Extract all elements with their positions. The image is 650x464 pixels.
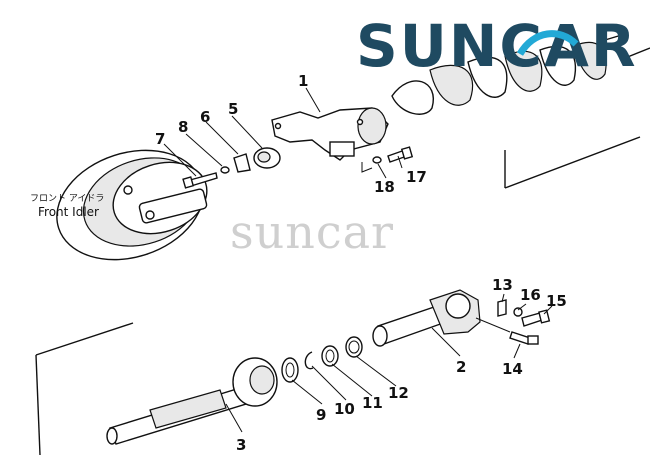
logo-text: SUNCAR	[356, 12, 638, 80]
part-5-nut	[253, 147, 281, 169]
leader-lines	[163, 87, 553, 433]
part-16-washer	[513, 307, 523, 317]
logo-swoosh-icon	[516, 30, 579, 56]
label-part-5: 5	[228, 100, 238, 118]
label-part-18: 18	[374, 178, 395, 196]
part-2-cylinder	[372, 289, 481, 347]
leader-line	[475, 317, 511, 333]
label-part-15: 15	[546, 292, 567, 310]
part-9-bearing	[281, 357, 299, 383]
part-3-shaft	[106, 357, 278, 445]
frame-line	[35, 354, 41, 456]
leader-line	[361, 162, 373, 173]
label-part-10: 10	[334, 400, 355, 418]
recoil-spring	[391, 33, 626, 115]
suncar-logo: SUNCAR	[356, 12, 638, 80]
label-part-14: 14	[502, 360, 523, 378]
watermark-text: suncar	[230, 205, 394, 259]
caption-english: Front Idler	[38, 205, 99, 219]
part-12-seal	[345, 336, 363, 358]
caption-japanese: フロント アイドラ	[30, 193, 104, 204]
label-part-9: 9	[316, 406, 326, 424]
label-part-6: 6	[200, 108, 210, 126]
label-part-2: 2	[456, 358, 466, 376]
part-11-ring	[321, 345, 339, 367]
part-17-bolt	[387, 146, 414, 163]
part-6-plate	[233, 153, 251, 173]
part-8-washer	[220, 166, 230, 174]
label-part-16: 16	[520, 286, 541, 304]
label-part-17: 17	[406, 168, 427, 186]
part-1-yoke	[271, 107, 389, 161]
part-10-snap-ring	[304, 351, 314, 370]
frame-line	[504, 136, 641, 189]
part-7-bolt	[182, 172, 218, 189]
label-part-3: 3	[236, 436, 246, 454]
part-14-grease-valve	[509, 331, 539, 345]
frame-line	[35, 322, 134, 356]
label-part-8: 8	[178, 118, 188, 136]
frame-line	[619, 47, 650, 61]
label-part-7: 7	[155, 130, 165, 148]
label-part-1: 1	[298, 72, 308, 90]
label-part-13: 13	[492, 276, 513, 294]
label-part-11: 11	[362, 394, 383, 412]
part-15-bolt	[521, 309, 551, 327]
part-18-washer	[372, 156, 382, 164]
part-13-fitting	[497, 299, 507, 317]
label-part-12: 12	[388, 384, 409, 402]
